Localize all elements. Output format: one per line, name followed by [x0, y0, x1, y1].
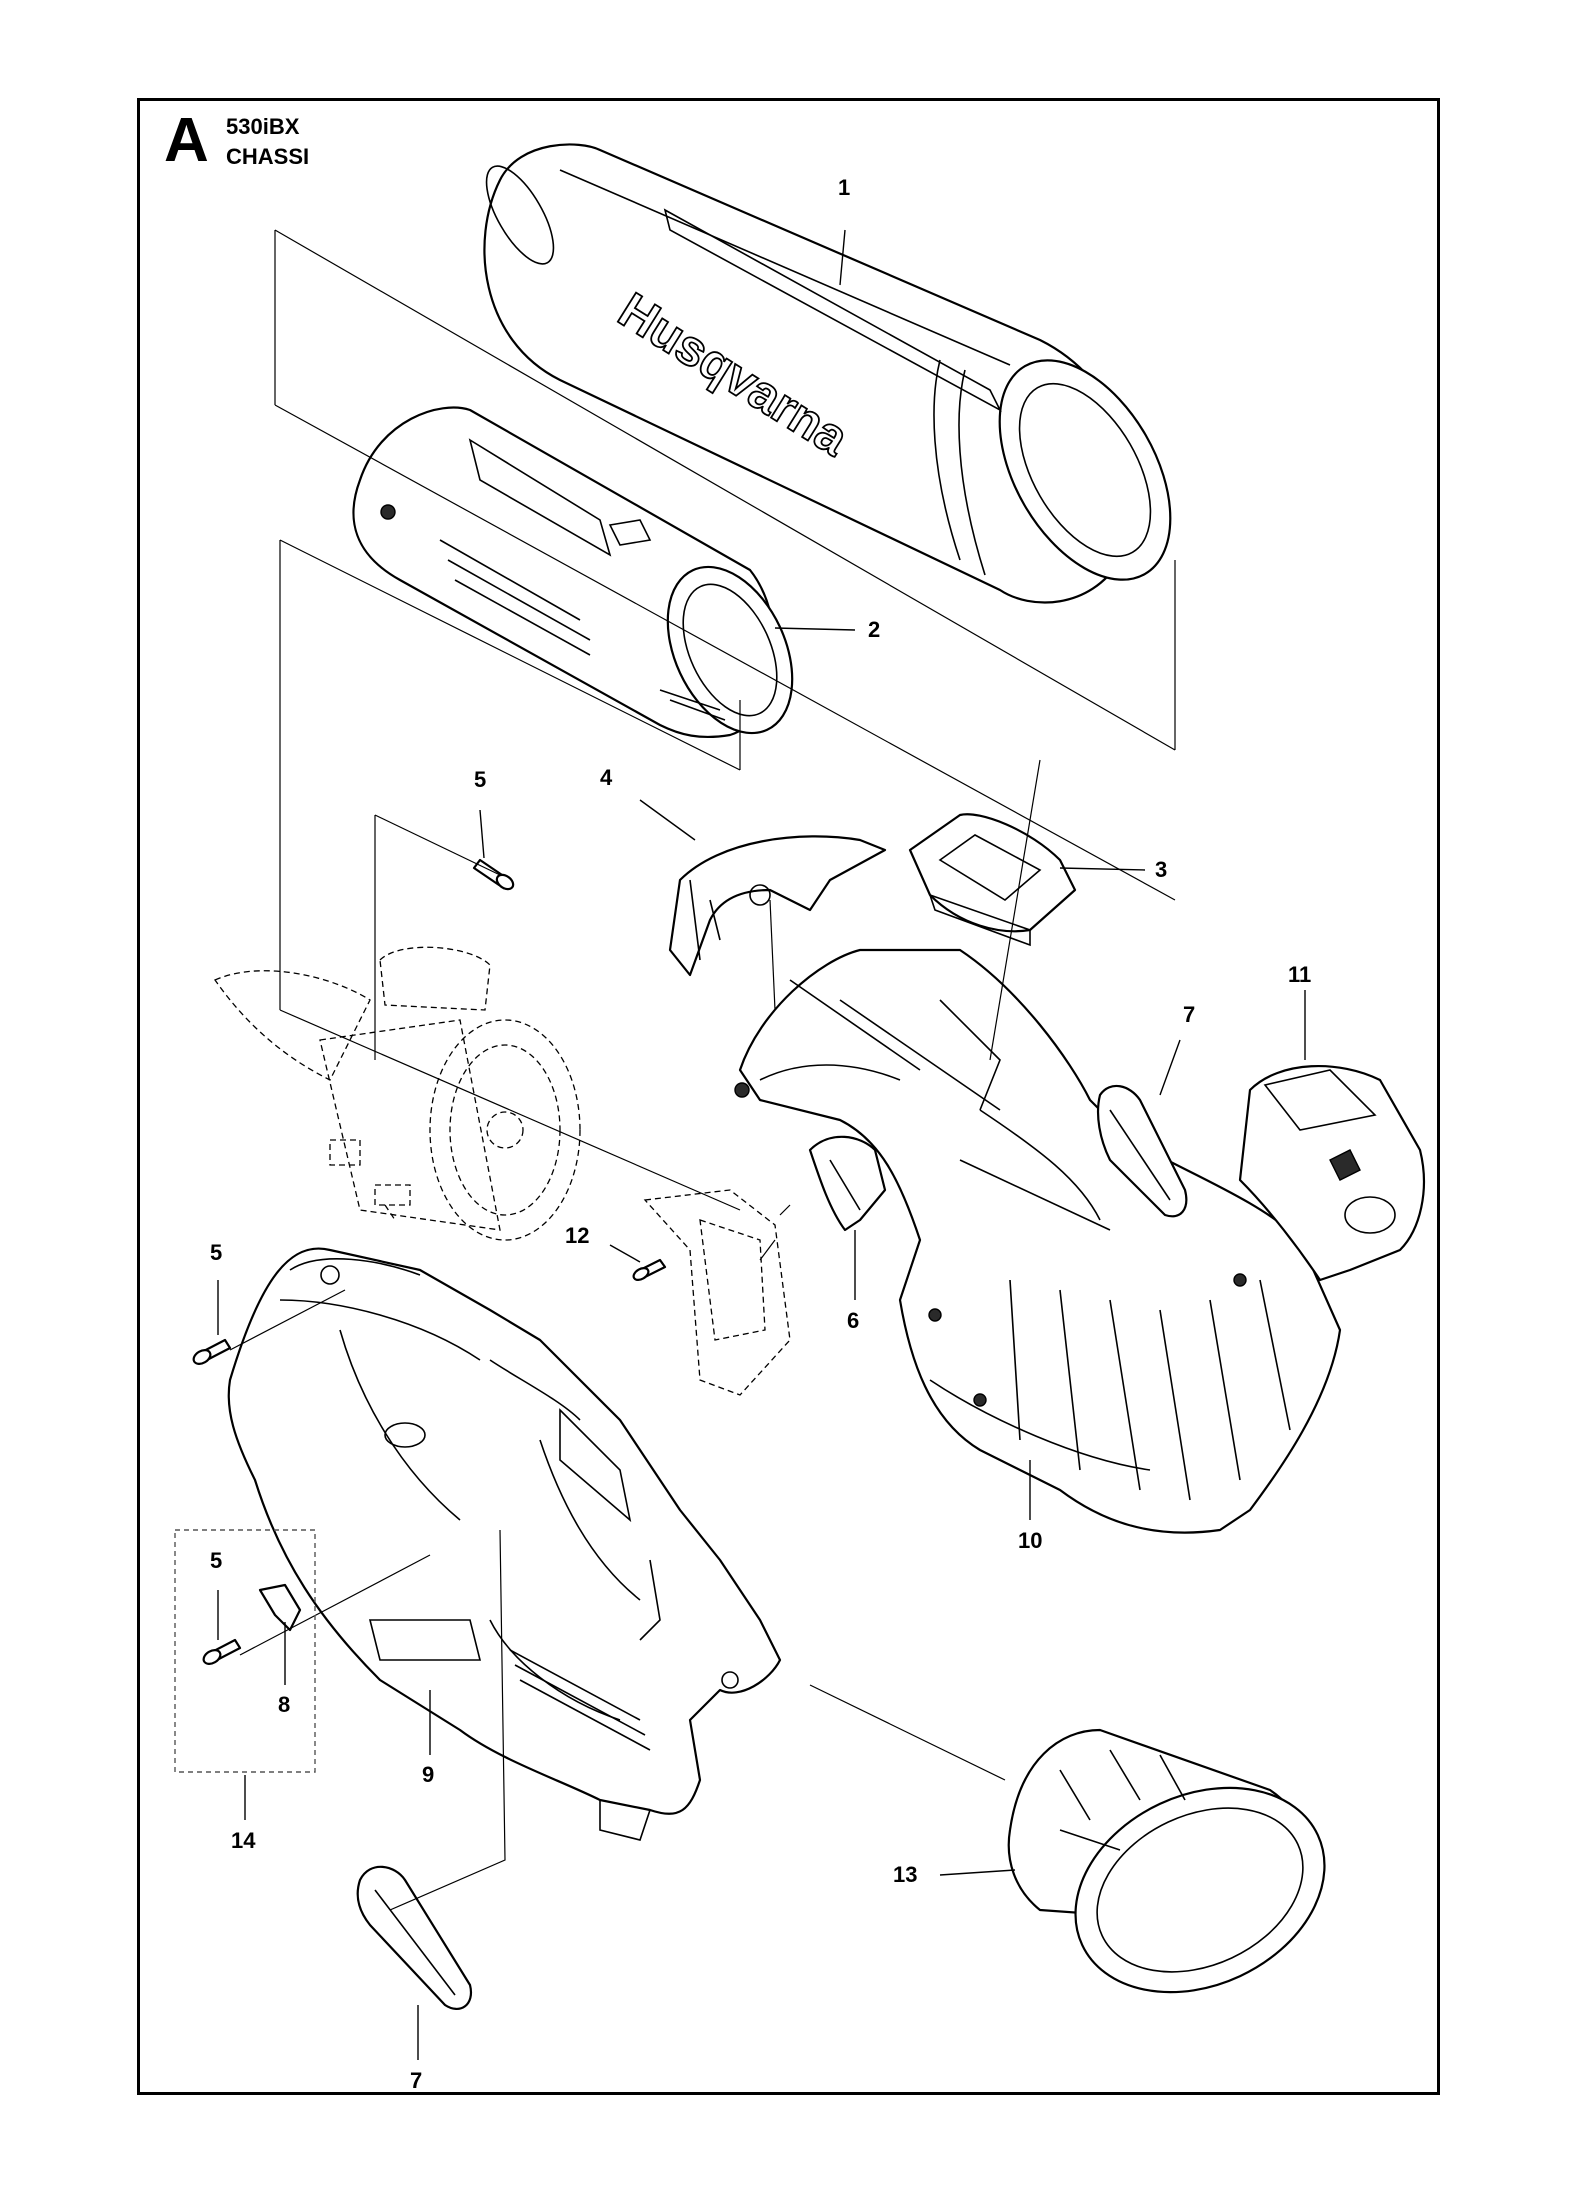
- callout-5-left: 5: [210, 1240, 222, 1265]
- part-housing-right: [734, 948, 1342, 1534]
- kit-box: [174, 1529, 316, 1773]
- part-outlet-cone: [352, 406, 794, 739]
- callout-10: 10: [1018, 1528, 1042, 1553]
- part-housing-left: [227, 1247, 782, 1841]
- alignment-lines: [229, 229, 1176, 1911]
- phantom-motor-assembly: [214, 946, 581, 1241]
- part-blower-tube: Husqvarna: [483, 143, 1172, 604]
- part-screw-left: [192, 1338, 232, 1365]
- section-name: CHASSI: [226, 144, 310, 169]
- part-knob-cover-bottom: [356, 1865, 473, 2010]
- callout-4: 4: [600, 765, 613, 790]
- leader-lines: [217, 229, 1306, 2060]
- part-screw-12: [632, 1258, 667, 1281]
- part-inlet-nozzle: [1007, 1728, 1326, 1994]
- part-switch-holder: [908, 813, 1077, 947]
- callout-3: 3: [1155, 857, 1167, 882]
- callout-7-bottom: 7: [410, 2068, 422, 2093]
- callout-14: 14: [231, 1828, 256, 1853]
- callout-9: 9: [422, 1762, 434, 1787]
- callout-12: 12: [565, 1223, 589, 1248]
- callout-5-kit: 5: [210, 1548, 222, 1573]
- part-lever: [258, 1583, 302, 1632]
- part-knob-cover-top: [1096, 1084, 1188, 1218]
- callout-13: 13: [893, 1862, 917, 1887]
- callout-labels: 1 2 3 4 5 5 5 6 7 7 8 9 10 11 12 13 14: [210, 175, 1311, 2093]
- callout-8: 8: [278, 1692, 290, 1717]
- callout-7-top: 7: [1183, 1002, 1195, 1027]
- model-name: 530iBX: [226, 114, 300, 139]
- part-circuit-board: [643, 1189, 791, 1396]
- callout-2: 2: [868, 617, 880, 642]
- page-frame: [137, 98, 1440, 2095]
- callout-1: 1: [838, 175, 850, 200]
- part-battery-cover: [1238, 1064, 1426, 1282]
- part-cover: [668, 835, 887, 977]
- callout-6: 6: [847, 1308, 859, 1333]
- part-screw-kit: [202, 1638, 242, 1665]
- callout-11: 11: [1288, 962, 1311, 987]
- callout-5-top: 5: [474, 767, 486, 792]
- section-letter: A: [164, 106, 209, 175]
- part-trigger: [808, 1135, 887, 1232]
- part-screw-top: [472, 858, 515, 891]
